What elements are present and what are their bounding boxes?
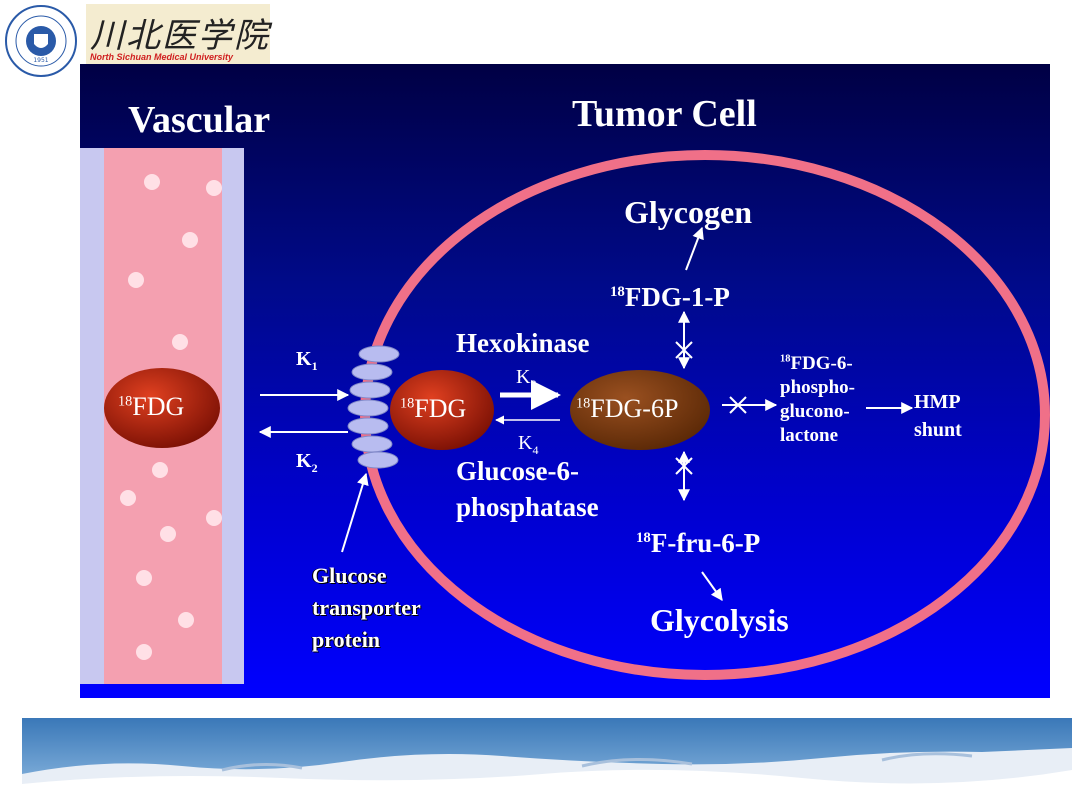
hexokinase-label: Hexokinase (456, 328, 590, 358)
fru-6p-label: 18F-fru-6-P (636, 528, 761, 558)
fdg-vascular-label: 18FDG (118, 392, 185, 421)
snow-landscape-banner (22, 718, 1072, 794)
tumor-cell-heading: Tumor Cell (572, 93, 757, 135)
k4-label: K4 (518, 432, 539, 457)
seal-year: 1951 (33, 57, 48, 64)
gluconolactone-block-mark (729, 396, 747, 414)
hmp-shunt-label: HMP shunt (914, 391, 962, 441)
university-logo-banner: 川北医学院 North Sichuan Medical University (86, 4, 270, 64)
g6p-label-line2: phosphatase (456, 492, 599, 522)
glycolysis-label: Glycolysis (650, 602, 789, 638)
glycogen-label: Glycogen (624, 194, 752, 230)
k1-label: K1 (296, 348, 318, 373)
fdg-vascular-node (104, 368, 220, 448)
k2-label: K2 (296, 450, 318, 475)
g6p-label-line1: Glucose-6- (456, 456, 579, 486)
glycogen-arrow (685, 226, 704, 271)
university-name-english: North Sichuan Medical University (90, 52, 234, 62)
glucose-transporter (347, 345, 400, 469)
fdg-cell-label: 18FDG (400, 394, 467, 423)
fru6p-block-mark (675, 457, 693, 475)
blood-cells (120, 174, 222, 660)
glycolysis-arrow (701, 571, 723, 601)
university-name-chinese: 川北医学院 (90, 18, 270, 55)
fdg-1p-label: 18FDG-1-P (610, 282, 730, 312)
transporter-pointer (341, 472, 369, 553)
fdg-6p-label: 18FDG-6P (576, 394, 679, 423)
fdg-6p-node (570, 370, 710, 450)
transporter-label: Glucose transporter protein (312, 563, 421, 652)
fdg1p-block-mark (675, 341, 693, 359)
k3-label: K3 (516, 366, 537, 391)
university-seal: 1951 (4, 4, 78, 78)
fdg-cell-node (390, 370, 494, 450)
gluconolactone-label: 18FDG-6- phospho- glucono- lactone (780, 353, 855, 446)
vascular-heading: Vascular (128, 99, 271, 141)
